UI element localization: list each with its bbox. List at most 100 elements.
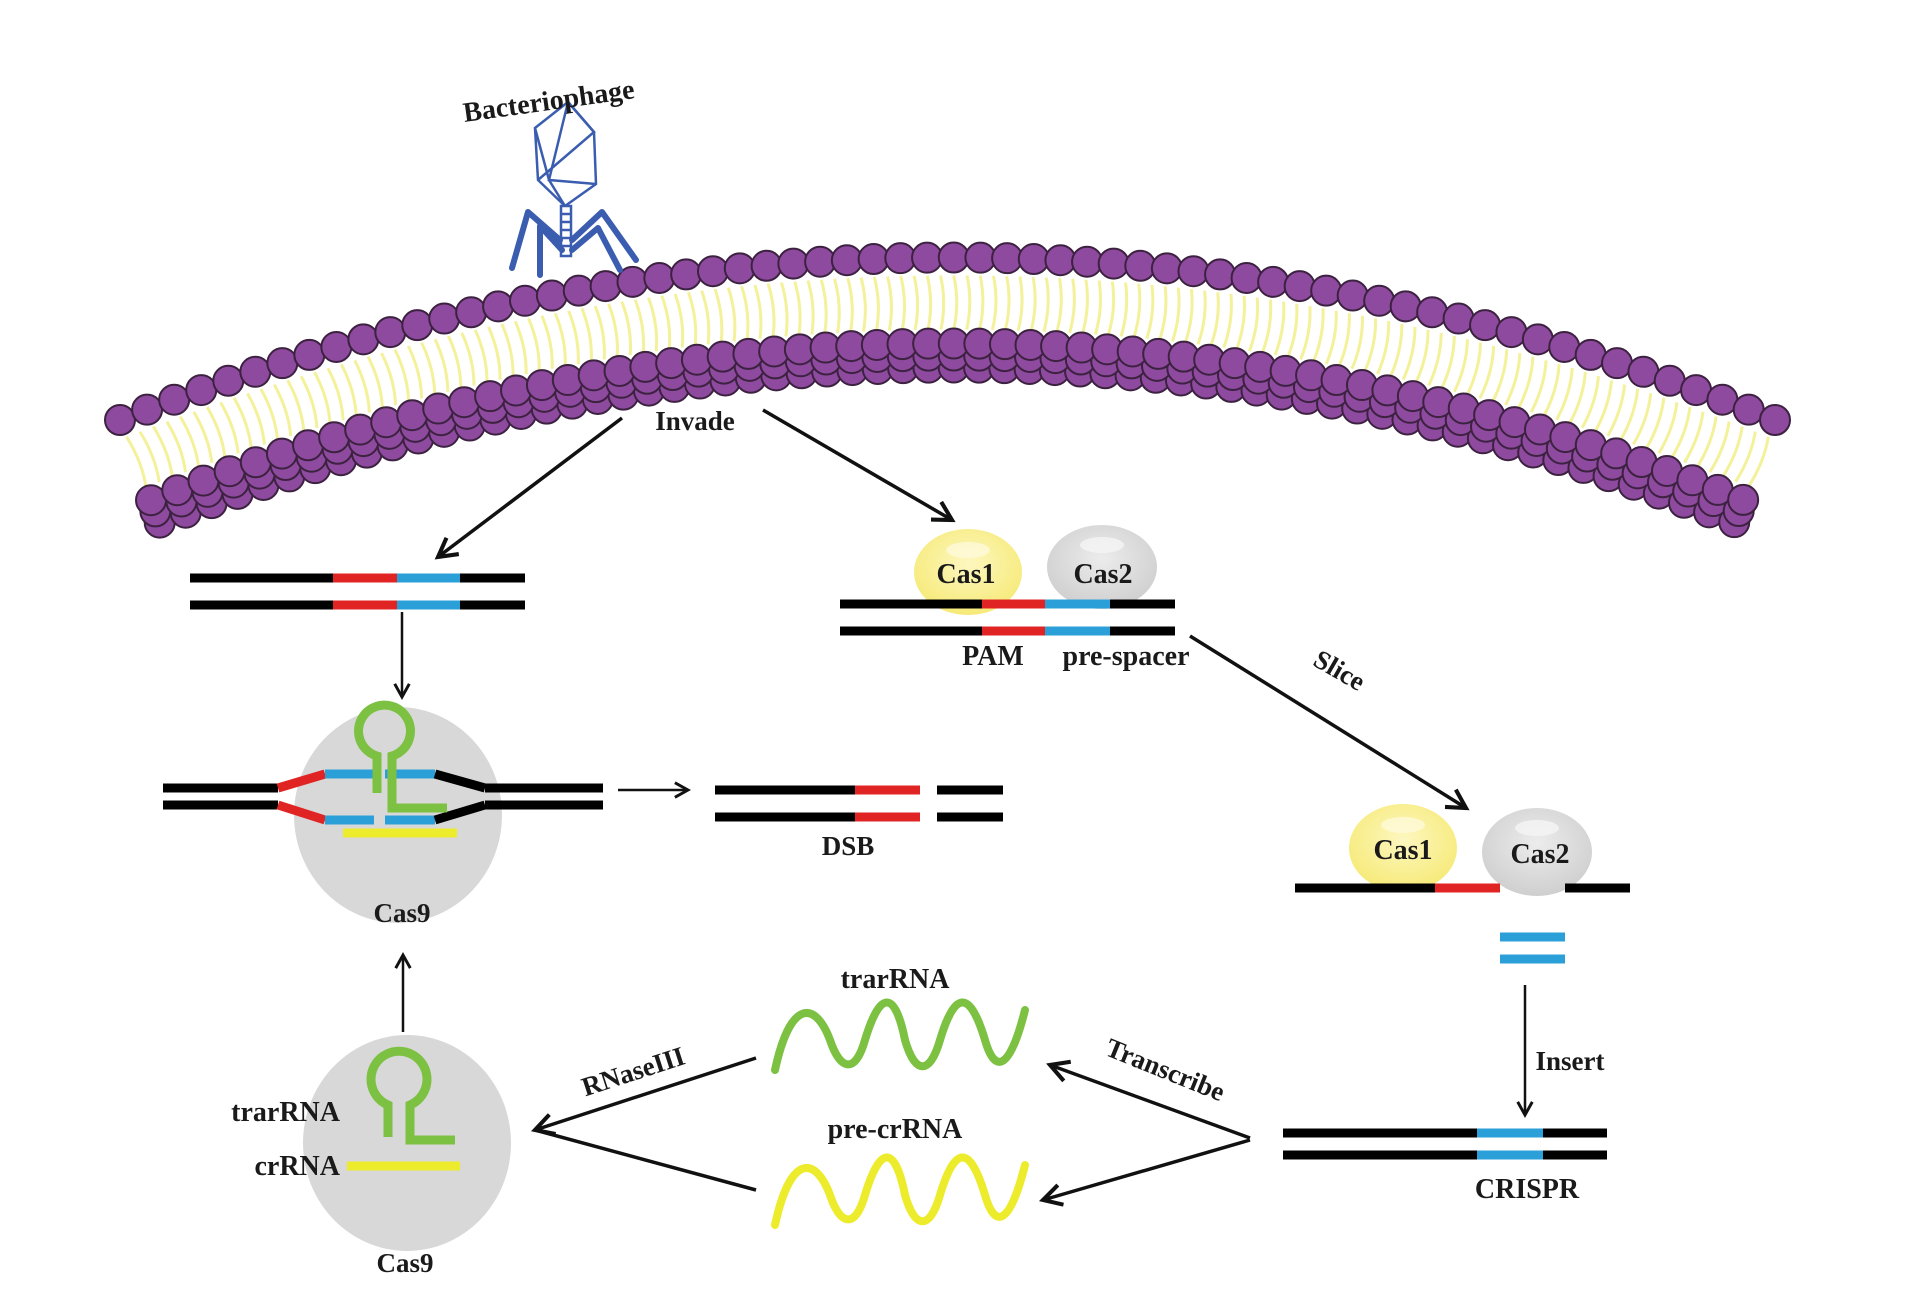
lipid-head (508, 284, 541, 317)
cas9-label-top: Cas9 (373, 898, 430, 928)
inner-leaflet-front (135, 327, 1760, 517)
lipid-head (422, 392, 455, 425)
lipid-head (401, 309, 434, 342)
lipid-head (1574, 338, 1607, 371)
trarRNA-wave (771, 998, 1029, 1074)
trarRNA-hairpin-bottom (366, 1046, 455, 1145)
transcribe-arrow-down (1043, 1138, 1251, 1200)
lipid-head (1230, 261, 1263, 294)
lipid-head (777, 247, 810, 280)
lipid-head (1442, 302, 1475, 335)
lipid-head (1727, 483, 1760, 516)
acquisition-complex: Cas1 Cas2 PAM pre-spacer (840, 525, 1190, 672)
slice-label: Slice (1309, 644, 1371, 697)
lipid-head (448, 386, 481, 419)
lipid-head (643, 261, 676, 294)
outer-leaflet (104, 241, 1791, 436)
lipid-head (131, 393, 164, 426)
lipid-head (1017, 243, 1050, 276)
lipid-head (1257, 265, 1290, 298)
lipid-head (1097, 247, 1130, 280)
crispr-label: CRISPR (1475, 1174, 1580, 1205)
lipid-head (1150, 252, 1183, 285)
pre-spacer-label: pre-spacer (1063, 641, 1190, 672)
lipid-head (1310, 274, 1343, 307)
cas2-protein-bottom (1482, 808, 1592, 896)
cas1-protein-top (914, 529, 1022, 615)
lipid-head (804, 245, 837, 278)
invade-arrow-left (438, 416, 624, 557)
dsb-label: DSB (822, 831, 875, 861)
lipid-head (750, 249, 783, 282)
lipid-head (320, 330, 353, 363)
lipid-head (830, 244, 863, 277)
lipid-head (239, 355, 272, 388)
pre-crRNA-wave (771, 1153, 1029, 1229)
lipid-head (884, 242, 917, 275)
bacteriophage-label: Bacteriophage (461, 74, 636, 129)
lipid-head (551, 364, 584, 397)
lipid-head (1495, 316, 1528, 349)
pre-crRNA-label: pre-crRNA (828, 1114, 964, 1145)
lipid-head (428, 302, 461, 335)
trarRNA-hairpin-top (354, 700, 447, 813)
lipid-head (1177, 255, 1210, 288)
lipid-head (1363, 284, 1396, 317)
lipid-head (525, 369, 558, 402)
lipid-head (911, 241, 944, 274)
cas1-label-top: Cas1 (936, 559, 995, 590)
lipid-head (1759, 404, 1791, 436)
lipid-head (1204, 258, 1237, 291)
lipid-head (562, 274, 595, 307)
trarRNA-cas9-label: trarRNA (231, 1097, 341, 1128)
lipid-head (1521, 323, 1554, 356)
lipid-head (212, 364, 245, 397)
trarRNA-wave-label: trarRNA (841, 964, 951, 995)
lipid-head (1548, 330, 1581, 363)
cas9-label-bottom: Cas9 (376, 1248, 433, 1278)
rnase-arrow-top (535, 1056, 757, 1130)
cas9-complex-bottom: trarRNA crRNA Cas9 (231, 1035, 511, 1278)
crispr-locus: CRISPR (1283, 1128, 1607, 1205)
lipid-head (1336, 279, 1369, 312)
lipid-head (1416, 296, 1449, 329)
phage-dna-left (190, 573, 525, 610)
lipid-head (374, 316, 407, 349)
lipid-tails (125, 275, 1770, 488)
cas2-label-top: Cas2 (1073, 559, 1132, 590)
pam-label: PAM (962, 641, 1024, 672)
dsb-dna: DSB (715, 785, 1003, 861)
crRNA-cas9-label: crRNA (254, 1151, 340, 1182)
slice-arrow (1189, 634, 1466, 808)
lipid-head (482, 290, 515, 323)
transcribe-arrow-up (1050, 1065, 1251, 1140)
lipid-head (589, 270, 622, 303)
lipid-head (293, 338, 326, 371)
lipid-head (964, 241, 997, 274)
lipid-head (455, 296, 488, 329)
transcribe-label: Transcribe (1102, 1032, 1230, 1107)
cas2-label-bottom: Cas2 (1510, 839, 1569, 870)
lipid-head (857, 243, 890, 276)
cas9-complex-top: Cas9 (163, 700, 603, 928)
lipid-head (1469, 309, 1502, 342)
lipid-head (474, 380, 507, 413)
lipid-head (723, 252, 756, 285)
lipid-head (937, 241, 970, 274)
lipid-head (104, 404, 136, 436)
phage-icon (509, 100, 639, 278)
lipid-head (158, 383, 191, 416)
lipid-head (535, 279, 568, 312)
invade-label: Invade (655, 406, 735, 436)
invade-arrow-right (762, 408, 952, 520)
rnase-label: RNaseIII (578, 1041, 689, 1102)
lipid-head (1389, 290, 1422, 323)
cas9-protein (294, 707, 502, 923)
cas2-protein-top (1047, 525, 1157, 609)
lipid-head (500, 374, 533, 407)
lipid-head (991, 242, 1024, 275)
lipid-head (1071, 245, 1104, 278)
lipid-head (347, 323, 380, 356)
lipid-head (1283, 270, 1316, 303)
